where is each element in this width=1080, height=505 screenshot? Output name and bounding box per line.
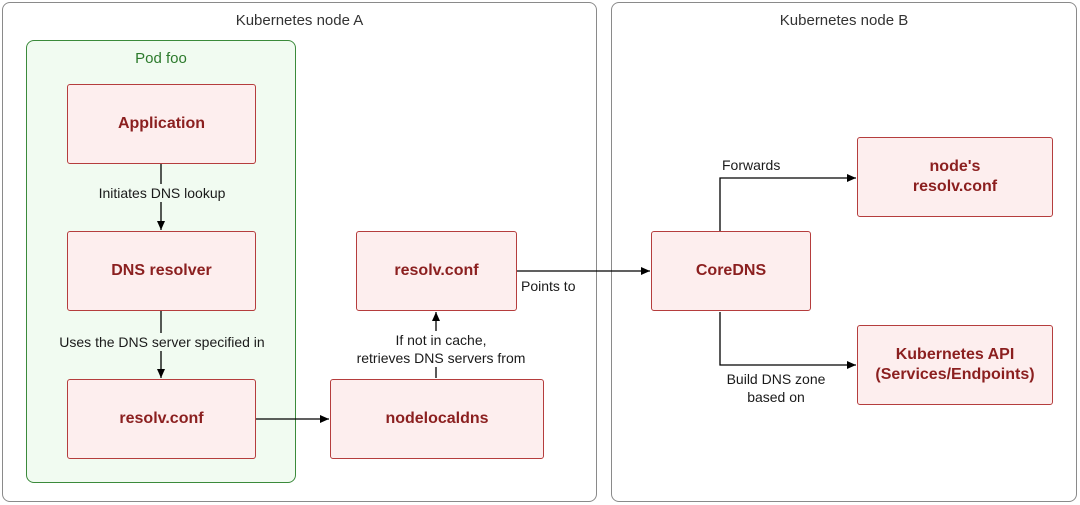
- nodelocaldns-box: nodelocaldns: [330, 379, 544, 459]
- arrow-coredns-to-kubernetes-api: [719, 312, 856, 369]
- kubernetes-api-box: Kubernetes API (Services/Endpoints): [857, 325, 1053, 405]
- edge-label-forwards: Forwards: [722, 157, 781, 173]
- kubernetes-node-a-title: Kubernetes node A: [235, 12, 364, 29]
- kubernetes-node-b-title: Kubernetes node B: [779, 12, 909, 29]
- pod-foo-title: Pod foo: [135, 50, 187, 67]
- nodes-resolv-conf-box: node's resolv.conf: [857, 137, 1053, 217]
- coredns-box: CoreDNS: [651, 231, 811, 311]
- dns-resolver-box: DNS resolver: [67, 231, 256, 311]
- edge-label-uses-dns-server: Uses the DNS server specified in: [40, 333, 284, 351]
- edge-label-if-not-in-cache: If not in cache, retrieves DNS servers f…: [336, 331, 546, 367]
- edge-label-points-to: Points to: [521, 278, 576, 294]
- pod-resolv-conf-box: resolv.conf: [67, 379, 256, 459]
- node-resolv-conf-box: resolv.conf: [356, 231, 517, 311]
- edge-label-build-dns-zone: Build DNS zone based on: [714, 370, 838, 406]
- application-box: Application: [67, 84, 256, 164]
- arrow-coredns-to-nodes-resolv-conf: [719, 174, 856, 231]
- edge-label-initiates-dns-lookup: Initiates DNS lookup: [62, 184, 262, 202]
